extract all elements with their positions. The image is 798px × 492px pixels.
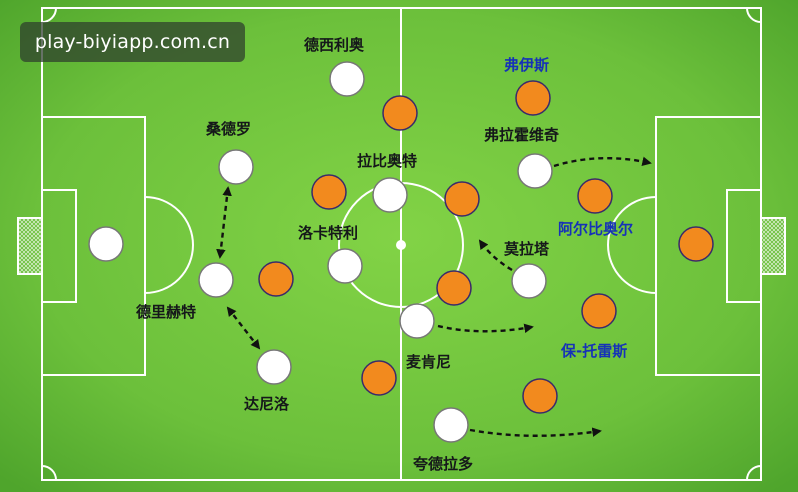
arrow-cuadrado-run <box>469 427 602 437</box>
label-luokateli: 洛卡特利 <box>298 224 359 242</box>
label-kuadeladuo: 夸德拉多 <box>413 455 474 473</box>
player-maikenni <box>399 303 435 339</box>
player-fulahuoweiqi <box>517 153 553 189</box>
right-goal <box>760 217 786 275</box>
player-baotuoleisi <box>581 293 617 329</box>
label-labiaote: 拉比奥特 <box>357 152 418 170</box>
player-luokateli <box>327 248 363 284</box>
player-away-7 <box>258 261 294 297</box>
player-daniluo <box>256 349 292 385</box>
label-delihete: 德里赫特 <box>136 303 197 321</box>
arrow-mckennie-run <box>437 323 534 334</box>
arrow-morata-run <box>478 239 513 272</box>
player-away-10 <box>361 360 397 396</box>
player-delihete <box>198 262 234 298</box>
label-baotuoleisi: 保-托雷斯 <box>561 342 628 360</box>
player-away-4 <box>444 181 480 217</box>
player-molata <box>511 263 547 299</box>
player-away-11 <box>522 378 558 414</box>
white-team <box>88 61 553 443</box>
player-away-2 <box>382 95 418 131</box>
player-goalkeeper <box>88 226 124 262</box>
player-away-3 <box>311 174 347 210</box>
label-daniluo: 达尼洛 <box>244 395 290 413</box>
player-desiliao <box>329 61 365 97</box>
player-away-8 <box>436 270 472 306</box>
centre-spot <box>396 240 406 250</box>
watermark: play-biyiapp.com.cn <box>20 22 245 62</box>
player-away-goalkeeper <box>678 226 714 262</box>
player-sangdeluo <box>218 149 254 185</box>
label-aerbiaoer: 阿尔比奥尔 <box>558 220 634 238</box>
label-fulahuoweiqi: 弗拉霍维奇 <box>484 126 560 144</box>
label-maikenni: 麦肯尼 <box>406 353 452 371</box>
orange-team <box>258 80 714 414</box>
player-fuyisi <box>515 80 551 116</box>
label-sangdeluo: 桑德罗 <box>206 120 252 138</box>
player-kuadeladuo <box>433 407 469 443</box>
player-aerbiaoer <box>577 178 613 214</box>
player-labiaote <box>372 177 408 213</box>
arrow-vlahovic-run <box>553 156 652 168</box>
label-fuyisi: 弗伊斯 <box>504 56 550 74</box>
arrow-sandro-derligt <box>216 186 232 259</box>
movement-arrows <box>216 156 652 437</box>
left-goal <box>17 217 43 275</box>
label-desiliao: 德西利奥 <box>304 36 365 54</box>
label-molata: 莫拉塔 <box>504 240 550 258</box>
